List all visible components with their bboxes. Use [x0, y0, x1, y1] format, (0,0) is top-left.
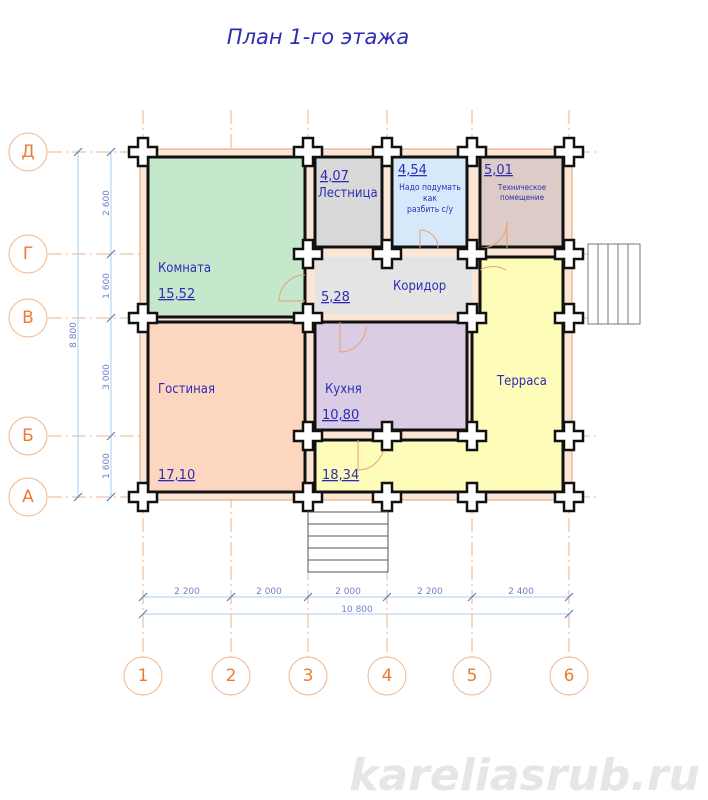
- label-lestnica: Лестница: [318, 186, 378, 201]
- area-su: 4,54: [398, 163, 427, 178]
- log-corner-cross: [553, 302, 585, 334]
- row-axes: Д Г В Б А: [8, 132, 48, 517]
- area-komnata: 15,52: [158, 287, 195, 302]
- log-corner-cross: [127, 136, 159, 168]
- dim-v-3: 3 000: [102, 364, 112, 390]
- log-corner-cross: [371, 238, 403, 270]
- label-su-line3: разбить с/у: [407, 204, 453, 215]
- room-koridor: [315, 257, 472, 314]
- label-kuhnya: Кухня: [325, 382, 362, 397]
- area-terrasa: 18,34: [322, 468, 359, 483]
- log-corner-cross: [127, 302, 159, 334]
- area-gostinaya: 17,10: [158, 468, 195, 483]
- dim-h-3: 2 000: [335, 587, 361, 597]
- room-tech: [478, 155, 565, 249]
- label-tech-line1: Техническое: [497, 183, 547, 192]
- axis-col-4: 4: [382, 666, 393, 686]
- log-corner-cross: [371, 420, 403, 452]
- log-corner-cross: [456, 481, 488, 513]
- label-koridor: Коридор: [393, 279, 446, 294]
- log-corners: [127, 136, 585, 513]
- log-corner-cross: [292, 481, 324, 513]
- axis-col-6: 6: [564, 666, 575, 686]
- axis-row-B: Б: [22, 426, 34, 446]
- axis-row-D: Д: [21, 142, 34, 162]
- dim-v-2: 1 600: [102, 273, 112, 299]
- area-koridor: 5,28: [321, 290, 350, 305]
- log-corner-cross: [553, 136, 585, 168]
- label-su-line1: Надо подумать: [399, 183, 461, 193]
- log-corner-cross: [371, 136, 403, 168]
- dim-v-total: 8 800: [69, 322, 79, 348]
- watermark: kareliasrub.ru: [349, 750, 700, 800]
- rooms: [146, 155, 565, 494]
- label-komnata: Комната: [158, 261, 211, 276]
- axis-col-3: 3: [303, 666, 314, 686]
- room-gostinaya: [146, 320, 307, 494]
- column-axes: 1 2 3 4 5 6: [123, 656, 589, 696]
- label-gostinaya: Гостиная: [158, 382, 215, 397]
- log-corner-cross: [456, 136, 488, 168]
- axis-col-5: 5: [467, 666, 478, 686]
- dim-h-2: 2 000: [256, 587, 282, 597]
- log-corner-cross: [371, 481, 403, 513]
- log-corner-cross: [553, 420, 585, 452]
- dim-v-4: 1 600: [102, 453, 112, 479]
- horizontal-dimensions: 2 200 2 000 2 000 2 200 2 400 10 800: [138, 587, 574, 619]
- dim-h-1: 2 200: [174, 587, 200, 597]
- axis-col-1: 1: [138, 666, 149, 686]
- log-corner-cross: [553, 238, 585, 270]
- axis-row-V: В: [22, 308, 34, 328]
- area-tech: 5,01: [484, 163, 513, 178]
- room-komnata: [146, 155, 307, 319]
- log-corner-cross: [456, 302, 488, 334]
- log-corner-cross: [292, 136, 324, 168]
- room-lestnica: [313, 155, 384, 249]
- log-corner-cross: [553, 481, 585, 513]
- dim-h-5: 2 400: [508, 587, 534, 597]
- vertical-dimensions: 8 800 2 600 1 600 3 000 1 600: [69, 147, 116, 502]
- dim-v-1: 2 600: [102, 190, 112, 216]
- axis-col-2: 2: [226, 666, 237, 686]
- label-tech-line2: помещение: [500, 193, 545, 202]
- log-corner-cross: [456, 420, 488, 452]
- area-lestnica: 4,07: [320, 169, 349, 184]
- log-corner-cross: [456, 238, 488, 270]
- room-labels: Комната 15,52 Гостиная 17,10 4,07 Лестни…: [158, 163, 547, 483]
- plan-title: План 1-го этажа: [227, 25, 409, 49]
- room-kuhnya: [313, 320, 469, 432]
- log-corner-cross: [292, 420, 324, 452]
- area-kuhnya: 10,80: [322, 408, 359, 423]
- room-su: [390, 155, 469, 249]
- porch-stairs-right: [587, 243, 641, 325]
- label-su-line2: как: [423, 194, 437, 204]
- dim-h-total: 10 800: [341, 605, 373, 615]
- log-corner-cross: [127, 481, 159, 513]
- axis-row-A: А: [22, 487, 34, 507]
- dim-h-4: 2 200: [417, 587, 443, 597]
- log-corner-cross: [292, 302, 324, 334]
- log-corner-cross: [292, 238, 324, 270]
- porch-stairs-bottom: [307, 511, 389, 573]
- axis-row-G: Г: [23, 244, 33, 264]
- label-terrasa: Терраса: [496, 374, 547, 389]
